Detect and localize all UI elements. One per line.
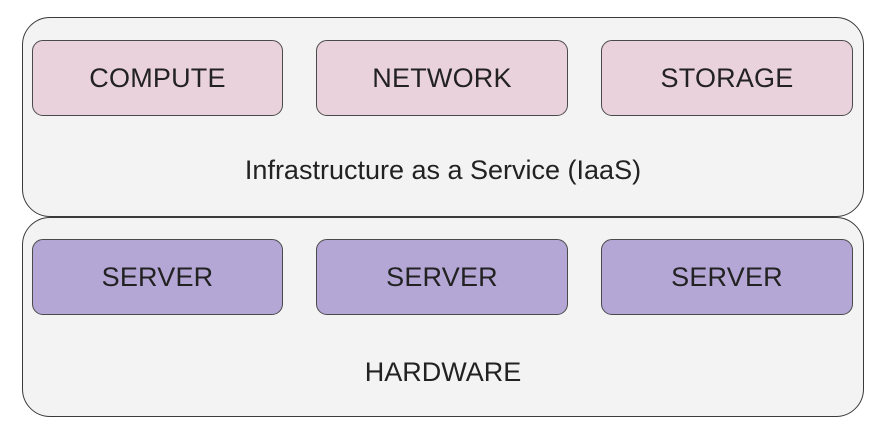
- compute-label: COMPUTE: [89, 62, 226, 93]
- iaas-layer-label: Infrastructure as a Service (IaaS): [244, 155, 642, 185]
- server-box-1: SERVER: [32, 239, 283, 315]
- hardware-layer-label: HARDWARE: [364, 357, 522, 387]
- storage-box: STORAGE: [601, 40, 853, 116]
- compute-box: COMPUTE: [32, 40, 283, 116]
- server-label: SERVER: [101, 261, 214, 292]
- network-label: NETWORK: [372, 62, 512, 93]
- server-box-3: SERVER: [601, 239, 853, 315]
- server-box-2: SERVER: [316, 239, 568, 315]
- storage-label: STORAGE: [660, 62, 794, 93]
- server-label: SERVER: [671, 261, 783, 292]
- network-box: NETWORK: [316, 40, 568, 116]
- server-label: SERVER: [386, 261, 498, 292]
